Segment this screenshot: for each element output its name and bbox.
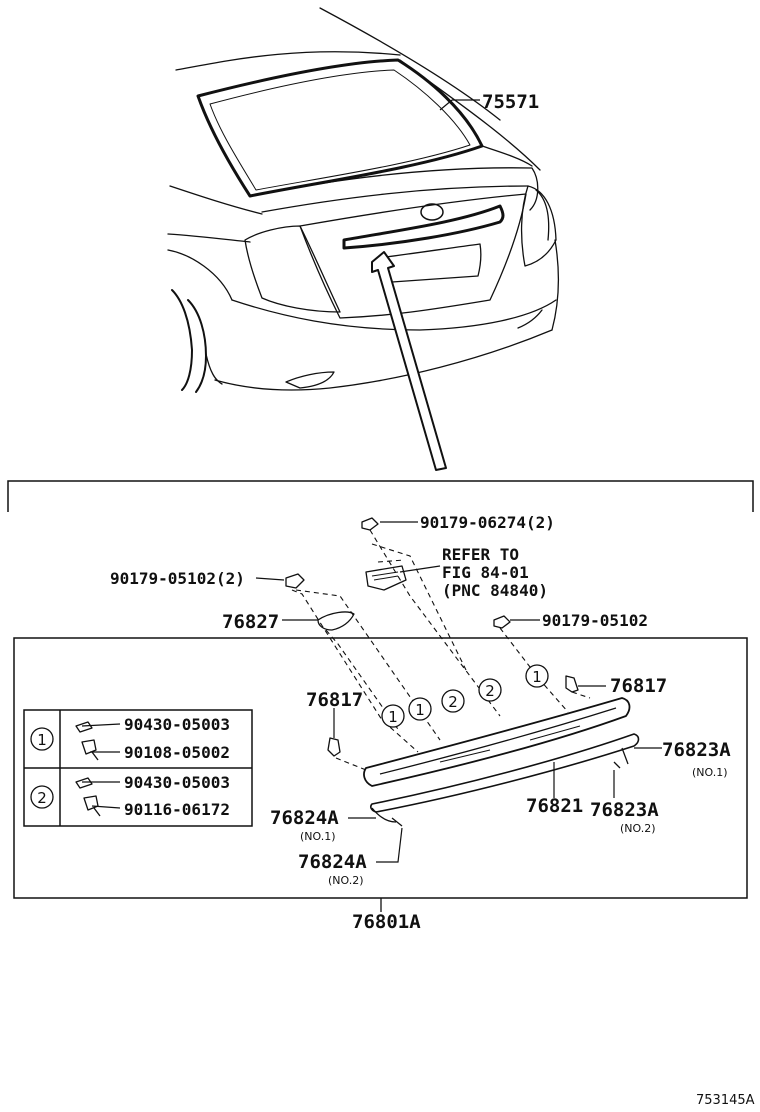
callout-90179-05102-2: 90179-05102(2) [110, 569, 245, 588]
kit-row2-part-b: 90116-06172 [124, 800, 230, 819]
leader-lines [81, 99, 662, 863]
clip-76817-right [565, 675, 579, 693]
callout-75571: 75571 [482, 91, 539, 113]
callout-90179-05102: 90179-05102 [542, 611, 648, 630]
kit-row1-mark: 1 [37, 731, 47, 749]
callout-76801A: 76801A [352, 911, 421, 933]
callout-76824A-2: 76824A [298, 851, 367, 873]
nut-90179-05102 [493, 615, 511, 629]
nut-90179-06274 [361, 517, 379, 531]
figure-id: 753145A [696, 1093, 755, 1108]
rear-window-outer [196, 58, 484, 198]
dashed-guides [291, 529, 591, 771]
callout-76821: 76821 [526, 795, 583, 817]
kit-row1-part-a: 90430-05003 [124, 715, 230, 734]
nut-90179-05102-2 [285, 573, 305, 589]
callout-76824A-1: 76824A [270, 807, 339, 829]
refer-line-1: REFER TO [442, 545, 519, 564]
callout-76823A-1-sub: (NO.1) [692, 766, 728, 779]
clip-76817-left [327, 737, 341, 757]
kit-row1-part-b: 90108-05002 [124, 743, 230, 762]
bracket-76827 [317, 611, 355, 631]
callout-76827: 76827 [222, 611, 279, 633]
callout-76823A-2-sub: (NO.2) [620, 822, 656, 835]
car-illustration [167, 7, 560, 393]
callout-76823A-1: 76823A [662, 739, 731, 761]
callout-76824A-2-sub: (NO.2) [328, 874, 364, 887]
marker-2a: 2 [448, 693, 458, 711]
kit-row2-part-a: 90430-05003 [124, 773, 230, 792]
garnish-76821 [363, 697, 631, 787]
marker-1b: 1 [415, 701, 425, 719]
callout-76817-right: 76817 [610, 675, 667, 697]
marker-1c: 1 [532, 668, 542, 686]
garnish-highlight [342, 204, 505, 250]
callout-76817-left: 76817 [306, 689, 363, 711]
circle-markers [30, 664, 549, 809]
lamp-84840 [365, 565, 407, 591]
callout-76824A-1-sub: (NO.1) [300, 830, 336, 843]
pointer-arrow [371, 251, 447, 471]
callout-90179-06274: 90179-06274(2) [420, 513, 555, 532]
kit-row2-mark: 2 [37, 789, 47, 807]
kit-table [23, 709, 253, 827]
marker-1a: 1 [388, 708, 398, 726]
refer-line-2: FIG 84-01 [442, 563, 529, 582]
marker-2b: 2 [485, 682, 495, 700]
section-bracket [7, 480, 754, 512]
callout-76823A-2: 76823A [590, 799, 659, 821]
refer-line-3: (PNC 84840) [442, 581, 548, 600]
